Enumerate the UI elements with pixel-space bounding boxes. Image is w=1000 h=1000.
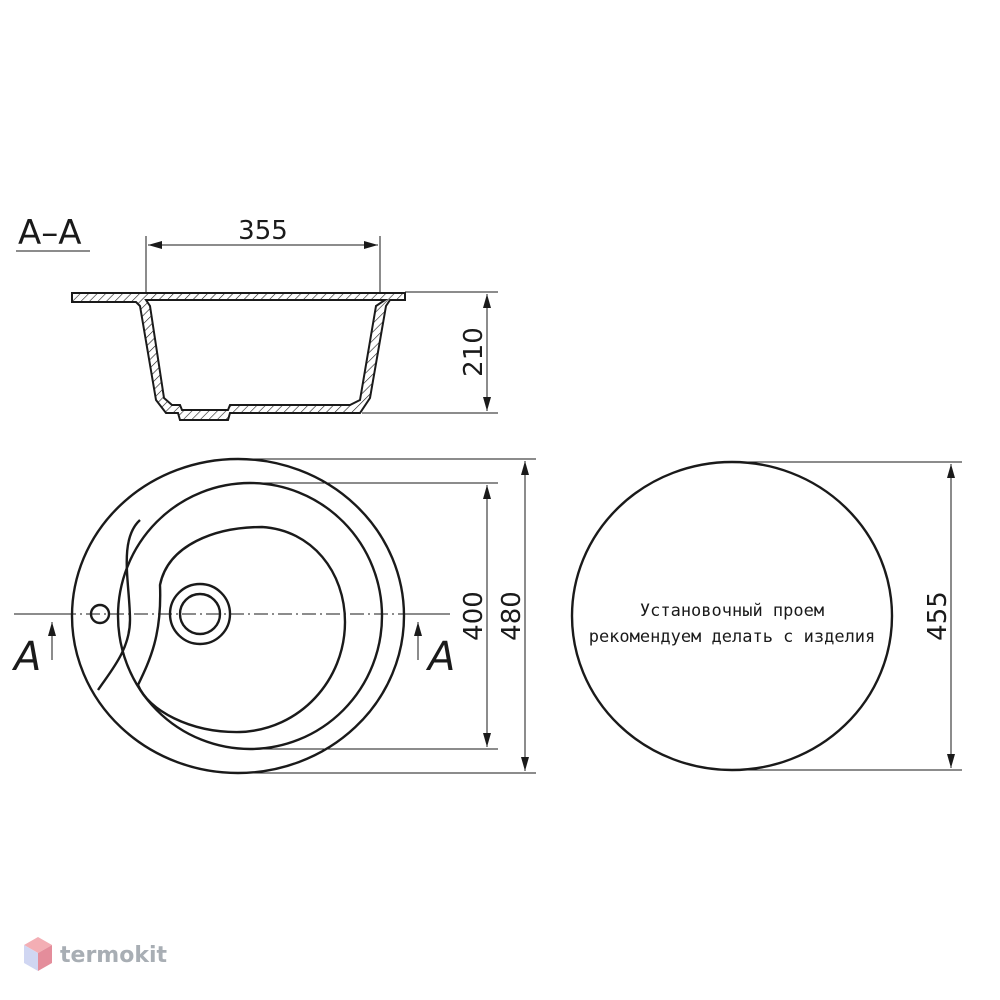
brand-logo-right [38, 945, 52, 971]
cutout-note-line1: Установочный проем [640, 601, 824, 621]
faucet-deck-curve [97, 519, 141, 691]
bowl-outline [136, 525, 347, 734]
cutout-note-line2: рекомендуем делать с изделия [589, 627, 876, 647]
cutout-view: Установочный проем рекомендуем делать с … [570, 460, 962, 772]
depth-label: 210 [459, 327, 489, 377]
brand-logo-left [24, 945, 38, 971]
brand-watermark: termokit [24, 937, 167, 971]
width-label: 355 [238, 216, 288, 246]
sink-section-body [71, 292, 406, 421]
sink-outer-rim [70, 457, 406, 775]
section-view: A–A 355 210 [16, 213, 498, 421]
section-title: A–A [18, 213, 82, 253]
brand-name: termokit [60, 943, 167, 968]
outer-size-label: 480 [497, 591, 527, 641]
top-view: A A 400 480 [11, 457, 536, 775]
cut-letter-left: A [11, 634, 41, 680]
cutout-size-label: 455 [923, 591, 953, 641]
drain-inner [178, 592, 222, 636]
cut-letter-right: A [425, 634, 455, 680]
inner-size-label: 400 [459, 591, 489, 641]
